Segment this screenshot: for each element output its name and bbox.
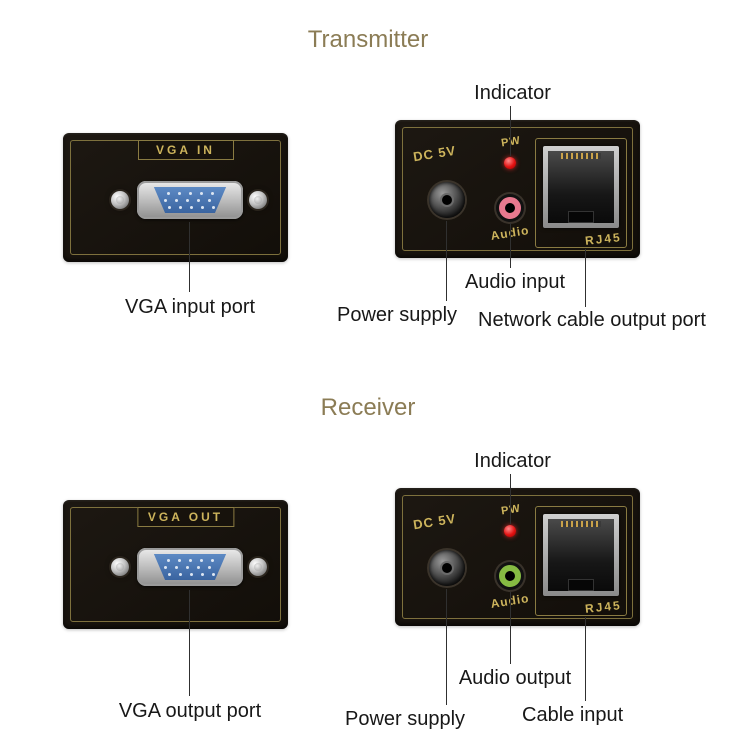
annotation-line (189, 590, 190, 696)
screw-post-icon (249, 191, 267, 209)
power-led-icon (504, 157, 516, 169)
vga-connector-icon (137, 548, 243, 586)
annotation-line (189, 222, 190, 292)
annotation-line (510, 106, 511, 156)
rj45-notch-icon (568, 579, 594, 591)
rj45-contacts-icon (561, 521, 601, 527)
power-supply-caption: Power supply (345, 708, 466, 730)
receiver-title: Receiver (320, 394, 416, 421)
audio-jack-icon (496, 562, 524, 590)
audio-output-caption: Audio output (458, 667, 572, 689)
annotation-line (585, 249, 586, 307)
panel-frame (402, 495, 633, 619)
annotation-line (585, 617, 586, 701)
dc-power-jack-icon (429, 550, 465, 586)
rj45-port-icon (543, 146, 619, 228)
rj45-label: RJ45 (584, 598, 623, 616)
screw-post-icon (111, 191, 129, 209)
audio-input-caption: Audio input (464, 271, 566, 293)
annotation-line (510, 223, 511, 268)
audio-jack-icon (496, 194, 524, 222)
vga-pins (153, 554, 227, 580)
dc-power-jack-icon (429, 182, 465, 218)
receiver-section: Receiver VGA OUT VGA output port DC 5V P… (0, 368, 750, 750)
rj45-cavity (548, 151, 614, 223)
rj45-frame: RJ45 (535, 506, 627, 616)
transmitter-io-panel: DC 5V PW Audio RJ45 (395, 120, 640, 258)
vga-connector-icon (137, 181, 243, 219)
rj45-contacts-icon (561, 153, 601, 159)
receiver-io-panel: DC 5V PW Audio RJ45 (395, 488, 640, 626)
annotation-line (510, 592, 511, 664)
transmitter-section: Transmitter VGA IN VGA input port DC 5V … (0, 0, 750, 368)
network-output-caption: Network cable output port (478, 309, 706, 331)
vga-out-label: VGA OUT (136, 507, 235, 527)
indicator-caption: Indicator (474, 450, 551, 472)
audio-ring-icon (499, 565, 521, 587)
power-led-icon (504, 525, 516, 537)
transmitter-vga-panel: VGA IN (63, 133, 288, 262)
audio-ring-icon (499, 197, 521, 219)
annotation-line (510, 474, 511, 524)
screw-post-icon (111, 558, 129, 576)
indicator-caption: Indicator (474, 82, 551, 104)
power-supply-caption: Power supply (337, 304, 458, 326)
rj45-cavity (548, 519, 614, 591)
cable-input-caption: Cable input (522, 704, 624, 726)
vga-pins (153, 187, 227, 213)
panel-frame (402, 127, 633, 251)
annotation-line (446, 589, 447, 705)
rj45-port-icon (543, 514, 619, 596)
vga-in-label: VGA IN (137, 140, 234, 160)
receiver-vga-panel: VGA OUT (63, 500, 288, 629)
vga-input-caption: VGA input port (124, 296, 256, 318)
rj45-label: RJ45 (584, 230, 623, 248)
rj45-frame: RJ45 (535, 138, 627, 248)
rj45-notch-icon (568, 211, 594, 223)
transmitter-title: Transmitter (307, 26, 429, 53)
annotation-line (446, 221, 447, 301)
screw-post-icon (249, 558, 267, 576)
vga-output-caption: VGA output port (118, 700, 262, 722)
